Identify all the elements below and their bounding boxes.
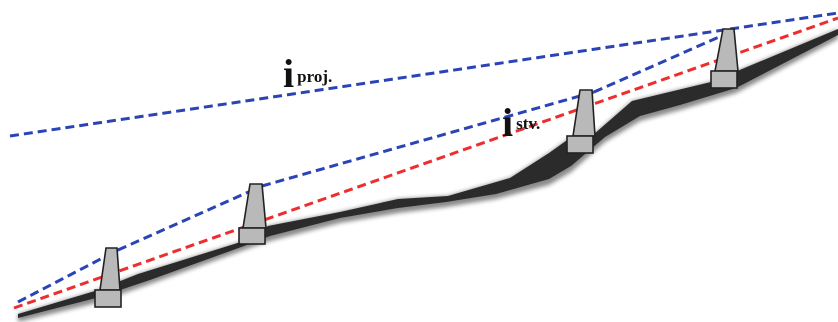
check-dam-base [94, 289, 122, 308]
check-dam-base [566, 135, 594, 154]
check-dam-wall [572, 89, 596, 137]
terrain-body [18, 29, 838, 318]
check-dam-3 [566, 89, 596, 154]
check-dam-4 [710, 28, 739, 89]
slope-segment-2 [117, 184, 263, 252]
actual-slope-symbol: i [502, 100, 513, 145]
check-dam-2 [238, 183, 267, 245]
actual-slope-segments [17, 28, 736, 304]
check-dam-wall [242, 183, 267, 229]
projected-slope-subscript: proj. [297, 67, 332, 86]
actual-slope-subscript: stv. [516, 114, 540, 133]
terrain-slope-line [13, 16, 838, 310]
check-dam-base [238, 227, 266, 245]
check-dam-base [710, 70, 738, 89]
slope-segment-1 [17, 248, 119, 304]
slope-segment-4 [593, 28, 736, 94]
slope-segment-3 [261, 90, 595, 188]
check-dam-wall [714, 28, 739, 72]
check-dams [94, 28, 739, 308]
check-dam-wall [99, 247, 121, 291]
check-dam-1 [94, 247, 122, 308]
terrain [18, 29, 838, 322]
projected-slope-symbol: i [283, 51, 294, 96]
